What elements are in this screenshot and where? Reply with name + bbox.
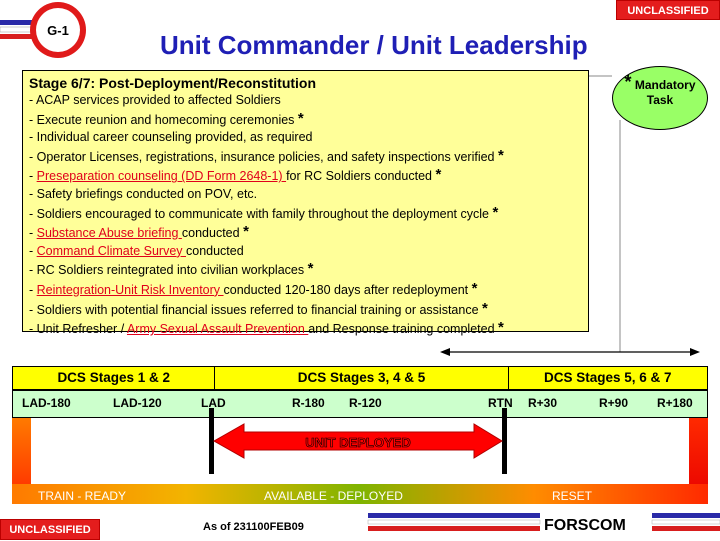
dcs-stage-bar: DCS Stages 1 & 2 DCS Stages 3, 4 & 5 DCS… <box>12 366 708 390</box>
stage-item-text: - <box>29 169 37 184</box>
timeline-label: R+180 <box>657 396 693 410</box>
stage-item: - Reintegration-Unit Risk Inventory cond… <box>29 280 582 300</box>
stage-item-text: - <box>29 282 37 297</box>
stage-item: - Individual career counseling provided,… <box>29 129 582 147</box>
stage-item-text: - Safety briefings conducted on POV, etc… <box>29 186 258 201</box>
stage-item-text: - RC Soldiers reintegrated into civilian… <box>29 263 308 278</box>
stage-item: - Substance Abuse briefing conducted * <box>29 223 582 243</box>
stage-item-text: - <box>29 226 37 241</box>
stage-item-link[interactable]: Command Climate Survey <box>36 243 186 258</box>
unit-deployed-label: UNIT DEPLOYED <box>305 435 410 450</box>
timeline-bar: LAD-180 LAD-120 LAD R-180 R-120 RTN R+30… <box>12 390 708 418</box>
mandatory-label: Mandatory <box>634 78 696 92</box>
stage-item: - Operator Licenses, registrations, insu… <box>29 147 582 167</box>
mandatory-star-icon: * <box>498 319 504 337</box>
stage-item-text: conducted <box>181 226 244 241</box>
stage-item-text: - Unit Refresher / <box>29 322 127 337</box>
mandatory-star-icon: * <box>435 166 442 184</box>
stage-item-text: - ACAP services provided to affected Sol… <box>29 93 281 107</box>
stage-item: - Safety briefings conducted on POV, etc… <box>29 186 582 204</box>
stage-item-link[interactable]: Preseparation counseling (DD Form 2648-1… <box>36 169 287 184</box>
stage-item: - Execute reunion and homecoming ceremon… <box>29 110 582 130</box>
timeline-label: R-120 <box>349 396 382 410</box>
stage-item: - Soldiers encouraged to communicate wit… <box>29 204 582 224</box>
timeline-label: RTN <box>488 396 513 410</box>
dcs-stage-5-7: DCS Stages 5, 6 & 7 <box>544 370 672 385</box>
phase-label-reset: RESET <box>552 489 593 503</box>
stage-item-text: - Operator Licenses, registrations, insu… <box>29 149 498 164</box>
deploy-start-marker <box>209 408 214 474</box>
deploy-end-marker <box>502 408 507 474</box>
stage-item-link[interactable]: Substance Abuse briefing <box>36 226 182 241</box>
dcs-stage-3-5: DCS Stages 3, 4 & 5 <box>215 367 509 389</box>
mandatory-star-icon: * <box>492 203 499 221</box>
mandatory-star-icon: * <box>471 279 478 297</box>
timeline-label: LAD-180 <box>22 396 71 410</box>
mandatory-task-legend: * Mandatory Task <box>612 66 708 130</box>
phase-gradient-bar <box>12 484 708 504</box>
page-title: Unit Commander / Unit Leadership <box>160 30 588 60</box>
g1-badge: G-1 <box>0 2 86 58</box>
phase-label-train-ready: TRAIN - READY <box>38 489 127 503</box>
stage-item: - ACAP services provided to affected Sol… <box>29 92 582 110</box>
timeline-label: LAD <box>201 396 226 410</box>
phase-label-available-deployed: AVAILABLE - DEPLOYED <box>264 489 403 503</box>
unit-deployed-arrow <box>212 423 503 459</box>
frame-left <box>12 418 31 502</box>
stage-item-text: for RC Soldiers conducted <box>286 169 436 184</box>
stage-item: - Unit Refresher / Army Sexual Assault P… <box>29 319 582 339</box>
stage-item: - Preseparation counseling (DD Form 2648… <box>29 166 582 186</box>
frame-right <box>689 418 708 502</box>
mandatory-star-icon: * <box>497 146 504 164</box>
timeline-label: R+30 <box>528 396 558 410</box>
stage-item-text: conducted <box>186 243 244 258</box>
stage-item-text: and Response training completed <box>308 322 499 337</box>
mandatory-star-icon: * <box>307 260 314 278</box>
stage-item-link[interactable]: Reintegration-Unit Risk Inventory <box>36 282 224 297</box>
stage-item: - Soldiers with potential financial issu… <box>29 300 582 320</box>
mandatory-star: * <box>624 72 632 92</box>
stage-item-text: - Soldiers with potential financial issu… <box>29 302 483 317</box>
frame-interior <box>31 418 689 484</box>
stage-checklist-box: Stage 6/7: Post-Deployment/Reconstitutio… <box>22 70 589 336</box>
stage-item-text: - Individual career counseling provided,… <box>29 130 313 145</box>
dcs-stage-1-2: DCS Stages 1 & 2 <box>13 367 216 389</box>
stage-item-text: - Soldiers encouraged to communicate wit… <box>29 206 493 221</box>
stage-item-text: conducted 120-180 days after redeploymen… <box>223 282 472 297</box>
stage-item: - Command Climate Survey conducted <box>29 243 582 261</box>
timeline-label: LAD-120 <box>113 396 162 410</box>
stage-item: - RC Soldiers reintegrated into civilian… <box>29 260 582 280</box>
mandatory-star-icon: * <box>243 223 249 241</box>
stage-item-text: - <box>29 243 37 258</box>
mandatory-star-icon: * <box>482 299 488 317</box>
forscom-label: FORSCOM <box>544 517 626 534</box>
timeline-label: R-180 <box>292 396 325 410</box>
timeline-label: R+90 <box>599 396 629 410</box>
stage-items-list: - ACAP services provided to affected Sol… <box>29 92 582 339</box>
stage-item-link[interactable]: Army Sexual Assault Prevention <box>126 322 309 337</box>
as-of-date: As of 231100FEB09 <box>203 521 304 533</box>
stage-heading: Stage 6/7: Post-Deployment/Reconstitutio… <box>29 75 317 91</box>
mandatory-task-label: Task <box>646 93 674 107</box>
stage-item-text: - Execute reunion and homecoming ceremon… <box>29 112 298 127</box>
g1-badge-label: G-1 <box>47 23 69 38</box>
classification-banner-top: UNCLASSIFIED <box>616 0 720 20</box>
mandatory-star-icon: * <box>297 109 304 127</box>
